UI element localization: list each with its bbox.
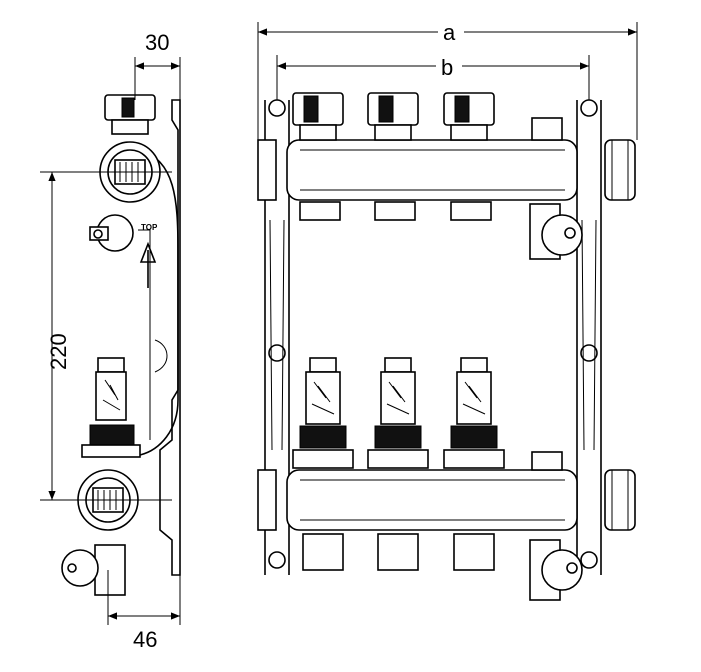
dimension-46-label: 46 (133, 627, 157, 652)
bracket-body (139, 149, 179, 456)
lower-union-right (604, 469, 636, 531)
top-marking: TOP (141, 223, 158, 232)
dimension-a-label: a (443, 20, 456, 45)
mounting-bracket (159, 99, 181, 576)
front-view (257, 92, 636, 601)
upper-drain-knob (541, 214, 583, 256)
flow-meter-2 (367, 357, 429, 571)
right-bracket (576, 99, 602, 575)
dimension-b: b (276, 52, 590, 100)
dimension-220: 220 (46, 172, 71, 500)
lower-drain-knob (541, 549, 583, 591)
upper-air-vent (531, 117, 563, 141)
flow-meter-1 (292, 357, 354, 571)
lower-end-cap-left (257, 469, 277, 531)
side-view: TOP (40, 94, 181, 596)
dimension-b-label: b (441, 55, 453, 80)
dimension-220-label: 220 (46, 333, 71, 370)
flow-meter-3 (443, 357, 505, 571)
upper-manifold-bar (286, 139, 578, 201)
upper-end-cap-left (257, 139, 277, 201)
up-arrow-icon (139, 241, 157, 288)
dimension-a: a (257, 18, 638, 140)
side-flow-meter-cap (97, 357, 125, 373)
lower-manifold-bar (286, 469, 578, 531)
dimension-30-label: 30 (145, 30, 169, 55)
lower-drain-body (529, 539, 561, 601)
lower-air-vent (531, 451, 563, 471)
upper-valve-cap-1 (292, 92, 344, 221)
dimension-30: 30 (134, 30, 181, 100)
lower-drain-valve (61, 549, 99, 587)
side-flow-meter-tube (95, 371, 127, 421)
dimension-46: 46 (107, 570, 181, 652)
upper-valve-cap-2 (367, 92, 419, 221)
upper-valve-cap-3 (443, 92, 495, 221)
lower-valve-body (94, 544, 126, 596)
upper-union-right (604, 139, 636, 201)
